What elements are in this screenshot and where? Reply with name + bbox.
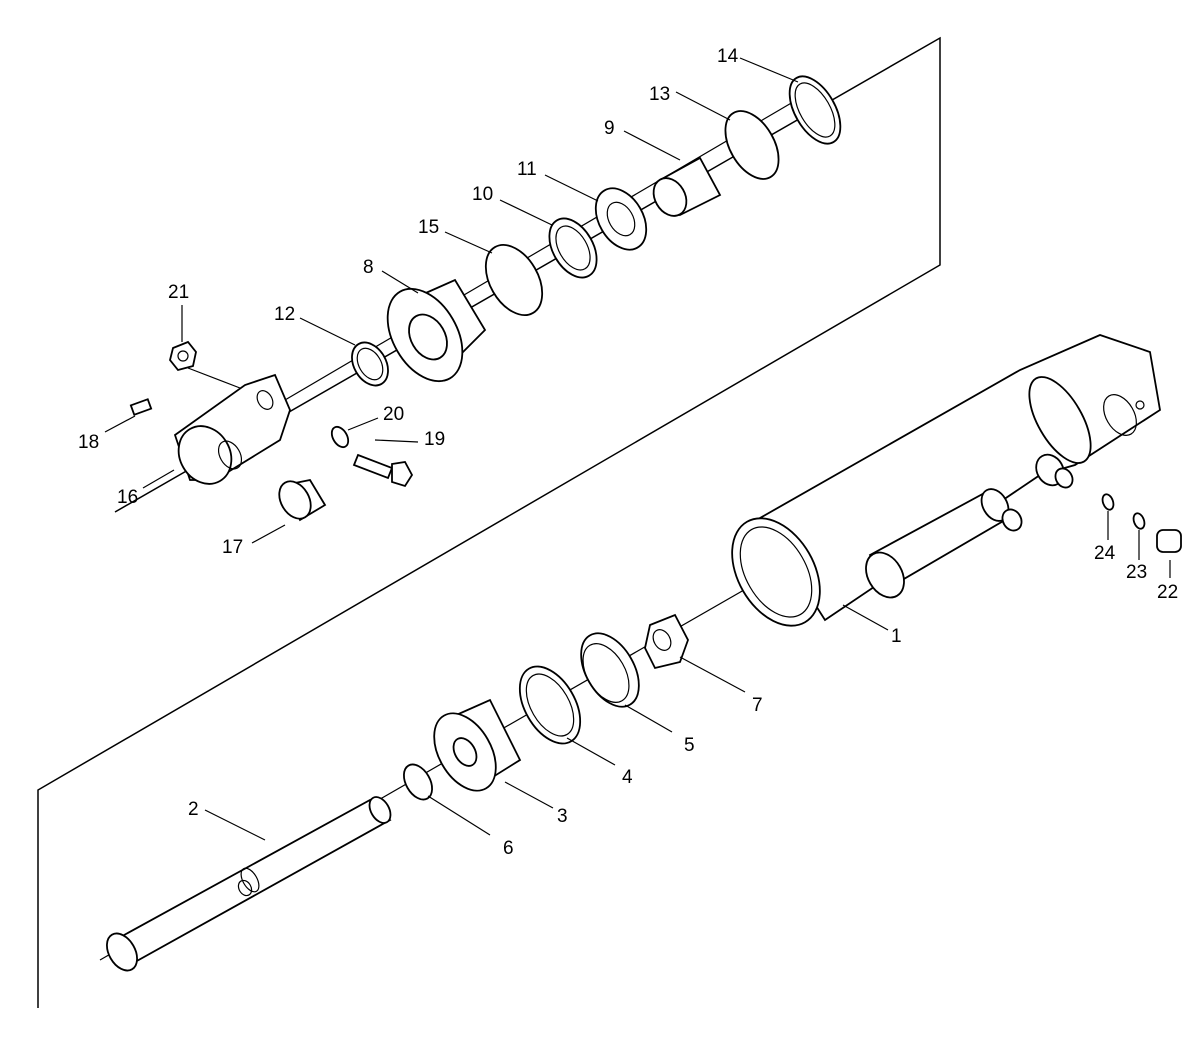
label-9: 9 bbox=[604, 118, 615, 139]
bushing-17 bbox=[278, 478, 327, 522]
piston bbox=[433, 698, 522, 792]
label-3: 3 bbox=[557, 806, 568, 827]
part-labels: 1 2 3 4 5 6 7 8 9 10 11 12 13 14 15 16 1… bbox=[78, 46, 1178, 859]
ring-10 bbox=[548, 217, 598, 279]
label-12: 12 bbox=[274, 304, 295, 325]
gland-8 bbox=[386, 278, 487, 383]
label-23: 23 bbox=[1126, 562, 1147, 583]
rod-eye-16 bbox=[173, 373, 291, 485]
label-13: 13 bbox=[649, 84, 670, 105]
label-10: 10 bbox=[472, 184, 493, 205]
label-4: 4 bbox=[622, 767, 633, 788]
label-8: 8 bbox=[363, 257, 374, 278]
o-ring-23 bbox=[1132, 512, 1146, 530]
nut-21 bbox=[169, 340, 197, 372]
grease-fitting-18 bbox=[129, 398, 153, 416]
label-15: 15 bbox=[418, 217, 439, 238]
bolt-19 bbox=[352, 453, 414, 488]
label-14: 14 bbox=[717, 46, 739, 67]
wear-ring-5 bbox=[580, 632, 640, 708]
label-24: 24 bbox=[1094, 543, 1116, 564]
axis-lines bbox=[99, 94, 806, 961]
bushing-9 bbox=[652, 156, 722, 217]
cap-22 bbox=[1156, 529, 1182, 553]
seal-12 bbox=[351, 341, 389, 387]
label-1: 1 bbox=[891, 626, 902, 647]
label-7: 7 bbox=[752, 695, 763, 716]
leader-lines bbox=[104, 57, 1171, 841]
label-2: 2 bbox=[188, 799, 199, 820]
label-18: 18 bbox=[78, 432, 99, 453]
label-22: 22 bbox=[1157, 582, 1178, 603]
o-ring-24 bbox=[1101, 493, 1115, 511]
snap-ring-13 bbox=[724, 110, 780, 180]
label-17: 17 bbox=[222, 537, 243, 558]
label-20: 20 bbox=[383, 404, 404, 425]
label-21: 21 bbox=[168, 282, 189, 303]
label-19: 19 bbox=[424, 429, 445, 450]
label-11: 11 bbox=[517, 159, 537, 180]
wiper-11 bbox=[594, 187, 648, 251]
nut-7 bbox=[644, 613, 689, 670]
o-ring-6 bbox=[403, 763, 433, 801]
label-5: 5 bbox=[684, 735, 695, 756]
cylinder-barrel bbox=[731, 334, 1161, 627]
piston-rod bbox=[106, 796, 392, 972]
label-16: 16 bbox=[117, 487, 138, 508]
o-ring-15 bbox=[484, 244, 544, 316]
seal-ring-4 bbox=[518, 665, 582, 745]
label-6: 6 bbox=[503, 838, 514, 859]
retaining-ring-14 bbox=[788, 75, 842, 145]
washer-20 bbox=[330, 425, 350, 449]
